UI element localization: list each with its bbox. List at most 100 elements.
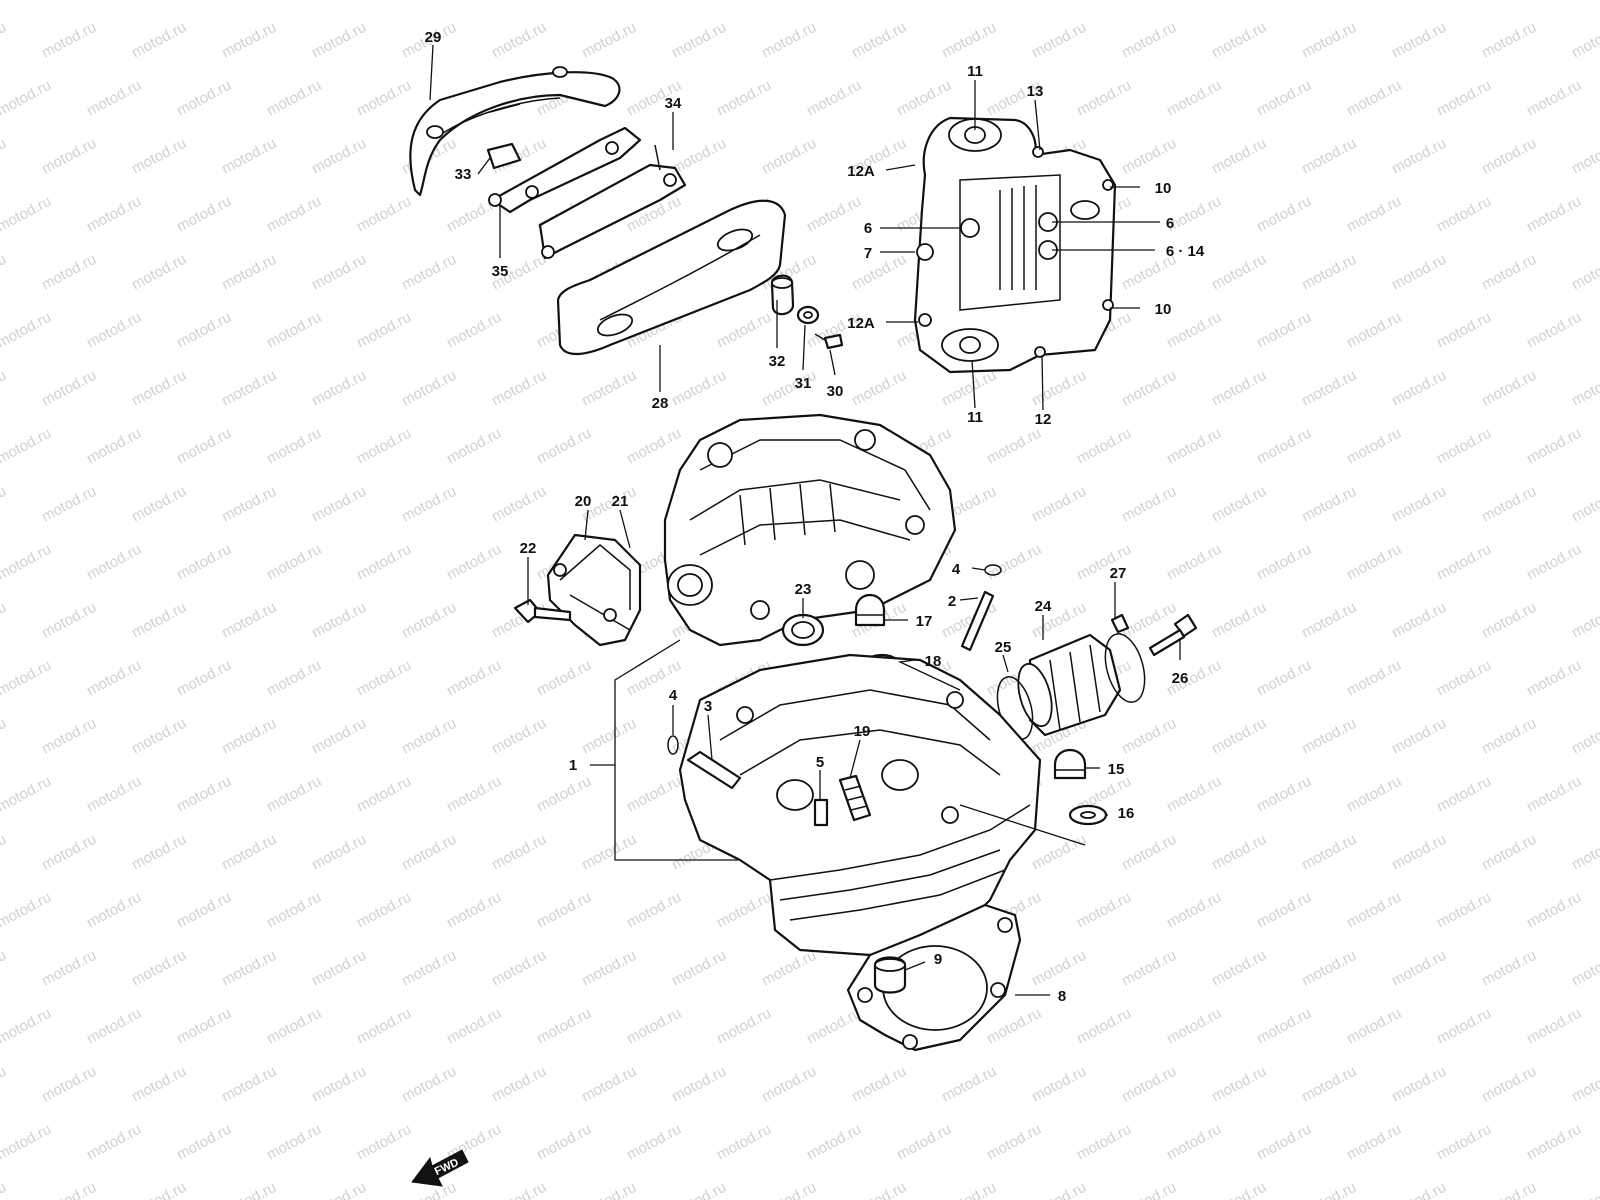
watermark-text: motod.ru — [984, 1005, 1044, 1048]
watermark-text: motod.ru — [1569, 831, 1600, 874]
part-17-cap-nut[interactable] — [854, 594, 886, 627]
watermark-text: motod.ru — [1389, 947, 1449, 990]
part-28-head-cover[interactable] — [556, 199, 787, 356]
watermark-text: motod.ru — [39, 19, 99, 62]
callout-34: 34 — [665, 95, 682, 112]
watermark-text: motod.ru — [1074, 425, 1134, 468]
part-27-clamp[interactable] — [1099, 613, 1152, 706]
watermark-text: motod.ru — [354, 0, 414, 4]
watermark-text: motod.ru — [624, 1005, 684, 1048]
watermark-text: motod.ru — [264, 77, 324, 120]
watermark-text: motod.ru — [309, 483, 369, 526]
part-22-bolt[interactable] — [513, 598, 572, 624]
part-16-washer[interactable] — [1068, 804, 1108, 826]
watermark-text: motod.ru — [0, 1179, 9, 1200]
watermark-text: motod.ru — [489, 947, 549, 990]
watermark-text: motod.ru — [84, 541, 144, 584]
watermark-text: motod.ru — [264, 425, 324, 468]
callout-12A-top: 12A — [847, 163, 875, 180]
part-34-bracket[interactable] — [488, 126, 687, 260]
watermark-text: motod.ru — [1299, 251, 1359, 294]
watermark-text: motod.ru — [174, 1005, 234, 1048]
watermark-text: motod.ru — [624, 0, 684, 4]
watermark-text: motod.ru — [1434, 425, 1494, 468]
watermark-text: motod.ru — [894, 0, 954, 4]
watermark-text: motod.ru — [849, 251, 909, 294]
part-23-ring[interactable] — [781, 613, 825, 647]
watermark-text: motod.ru — [1209, 19, 1269, 62]
watermark-text: motod.ru — [1119, 483, 1179, 526]
part-31-washer[interactable] — [796, 305, 820, 325]
watermark-text: motod.ru — [1254, 309, 1314, 352]
part-15-cap-nut[interactable] — [1053, 749, 1087, 780]
callout-11-top: 11 — [967, 63, 983, 80]
part-3-stud[interactable] — [686, 750, 742, 790]
watermark-text: motod.ru — [219, 367, 279, 410]
watermark-text: motod.ru — [309, 251, 369, 294]
watermark-text: motod.ru — [1479, 135, 1539, 178]
watermark-text: motod.ru — [354, 541, 414, 584]
part-cylinder-head-top[interactable] — [663, 413, 957, 647]
watermark-text: motod.ru — [1029, 1179, 1089, 1200]
fwd-label: FWD — [433, 1157, 461, 1178]
watermark-text: motod.ru — [0, 541, 54, 584]
watermark-text: motod.ru — [1119, 947, 1179, 990]
watermark-text: motod.ru — [939, 1063, 999, 1106]
watermark-text: motod.ru — [264, 1005, 324, 1048]
part-24-intake-pipe[interactable] — [1012, 633, 1122, 737]
watermark-text: motod.ru — [1389, 1179, 1449, 1200]
watermark-text: motod.ru — [1479, 947, 1539, 990]
part-33-rubber[interactable] — [486, 142, 522, 170]
watermark-text: motod.ru — [309, 135, 369, 178]
watermark-text: motod.ru — [219, 715, 279, 758]
watermark-text: motod.ru — [1119, 19, 1179, 62]
watermark-text: motod.ru — [399, 947, 459, 990]
watermark-text: motod.ru — [174, 425, 234, 468]
watermark-text: motod.ru — [489, 715, 549, 758]
watermark-text: motod.ru — [354, 309, 414, 352]
watermark-text: motod.ru — [39, 947, 99, 990]
part-29-cover[interactable] — [409, 66, 621, 197]
watermark-text: motod.ru — [849, 1179, 909, 1200]
watermark-text: motod.ru — [1524, 1121, 1584, 1164]
watermark-text: motod.ru — [1344, 541, 1404, 584]
watermark-text: motod.ru — [354, 425, 414, 468]
watermark-text: motod.ru — [1389, 599, 1449, 642]
part-9-dowel[interactable] — [873, 956, 907, 994]
callout-12: 12 — [1035, 411, 1052, 428]
watermark-text: motod.ru — [1209, 831, 1269, 874]
part-head-cover-assembly[interactable] — [913, 116, 1117, 374]
callout-13: 13 — [1027, 83, 1044, 100]
part-5-dowel[interactable] — [813, 798, 829, 827]
part-8-gasket[interactable] — [846, 903, 1022, 1052]
watermark-text: motod.ru — [1029, 19, 1089, 62]
callout-labels: 29 34 33 35 28 32 31 30 11 13 12A 10 6 6… — [425, 29, 1205, 1005]
watermark-text: motod.ru — [1299, 831, 1359, 874]
part-20-side-cover[interactable] — [546, 533, 642, 647]
watermark-text: motod.ru — [714, 1121, 774, 1164]
watermark-text: motod.ru — [0, 831, 9, 874]
part-25-o-ring[interactable] — [991, 673, 1038, 743]
watermark-text: motod.ru — [1524, 541, 1584, 584]
part-4-o-ring-lower[interactable] — [667, 735, 679, 755]
watermark-text: motod.ru — [1389, 1063, 1449, 1106]
callout-24: 24 — [1035, 598, 1052, 615]
watermark-text: motod.ru — [939, 19, 999, 62]
watermark-text: motod.ru — [444, 0, 504, 4]
callout-19: 19 — [854, 723, 871, 740]
watermark-text: motod.ru — [804, 1121, 864, 1164]
watermark-text: motod.ru — [489, 19, 549, 62]
part-32-grommet[interactable] — [770, 274, 795, 316]
part-26-bolt[interactable] — [1148, 613, 1198, 657]
watermark-text: motod.ru — [1254, 773, 1314, 816]
watermark-text: motod.ru — [309, 947, 369, 990]
watermark-text: motod.ru — [1164, 77, 1224, 120]
part-2-pin[interactable] — [960, 590, 995, 652]
part-30-bolt[interactable] — [814, 333, 844, 350]
watermark-text: motod.ru — [129, 715, 189, 758]
watermark-text: motod.ru — [39, 135, 99, 178]
watermark-text: motod.ru — [759, 19, 819, 62]
watermark-text: motod.ru — [264, 1121, 324, 1164]
callout-8: 8 — [1058, 988, 1066, 1005]
watermark-text: motod.ru — [1344, 1121, 1404, 1164]
